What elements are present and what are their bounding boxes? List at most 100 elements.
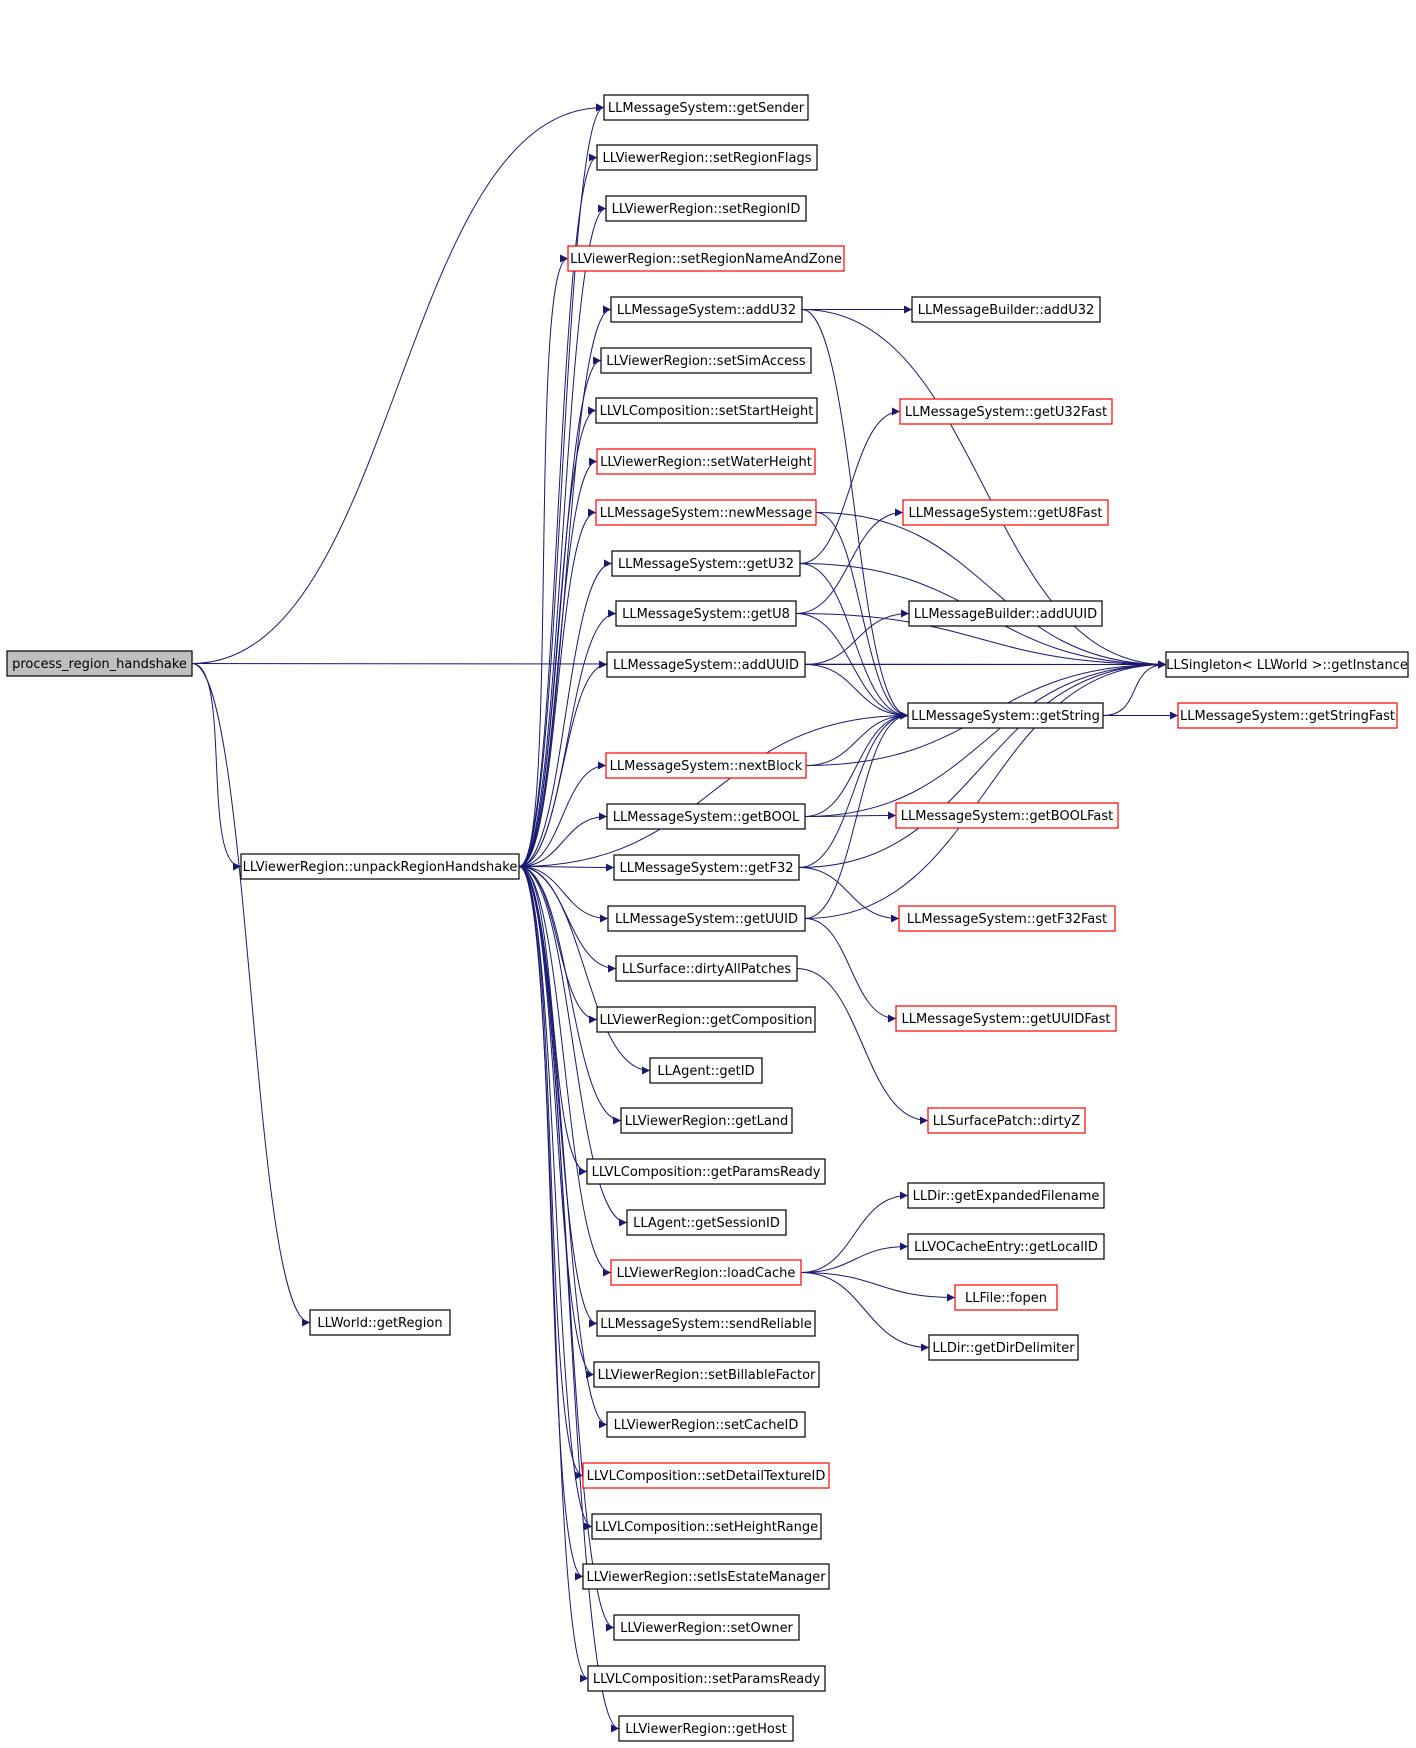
node-llviewerregion-setregionnameandzone[interactable]: LLViewerRegion::setRegionNameAndZone <box>567 245 845 272</box>
node-llmessagesystem-getboolfast[interactable]: LLMessageSystem::getBOOLFast <box>895 802 1119 829</box>
edge-path <box>518 406 597 867</box>
edge-unpack-to-setCacheID <box>518 866 608 1429</box>
edge-path <box>801 309 1167 669</box>
edge-addUUID-to-getString <box>804 664 909 720</box>
node-llvlcomposition-setparamsready[interactable]: LLVLComposition::setParamsReady <box>587 1665 826 1692</box>
node-llsurfacepatch-dirtyz[interactable]: LLSurfacePatch::dirtyZ <box>927 1107 1086 1134</box>
edge-unpack-to-getHost <box>518 866 620 1733</box>
edge-getF32-to-getInstance <box>798 660 1167 868</box>
node-llmessagesystem-getbool[interactable]: LLMessageSystem::getBOOL <box>606 803 806 830</box>
edge-unpack-to-getU32 <box>518 559 613 867</box>
node-llsingleton-llworld-getinstance[interactable]: LLSingleton< LLWorld >::getInstance <box>1165 651 1409 678</box>
node-box <box>587 1665 826 1692</box>
node-llmessagesystem-adduuid[interactable]: LLMessageSystem::addUUID <box>606 651 806 678</box>
node-llmessagesystem-getu8fast[interactable]: LLMessageSystem::getU8Fast <box>902 499 1109 526</box>
node-box <box>613 854 800 881</box>
node-llviewerregion-setbillablefactor[interactable]: LLViewerRegion::setBillableFactor <box>593 1361 820 1388</box>
node-llmessagesystem-getu8[interactable]: LLMessageSystem::getU8 <box>615 600 797 627</box>
edge-path <box>518 559 613 867</box>
node-label: LLMessageBuilder::addU32 <box>918 303 1095 318</box>
edge-getU8-to-getInstance <box>795 613 1167 669</box>
node-llviewerregion-gethost[interactable]: LLViewerRegion::getHost <box>618 1715 794 1742</box>
node-llmessagebuilder-addu32[interactable]: LLMessageBuilder::addU32 <box>911 296 1101 323</box>
node-llviewerregion-setcacheid[interactable]: LLViewerRegion::setCacheID <box>606 1411 806 1438</box>
node-label: LLMessageSystem::getF32Fast <box>907 912 1107 927</box>
edge-path <box>518 866 593 1531</box>
edge-unpack-to-getParamsReady <box>518 866 588 1176</box>
node-llviewerregion-setregionflags[interactable]: LLViewerRegion::setRegionFlags <box>596 144 818 171</box>
edge-loadCache-to-getExpandedFilename <box>800 1191 909 1273</box>
node-llmessagesystem-getf32fast[interactable]: LLMessageSystem::getF32Fast <box>898 905 1116 932</box>
node-label: LLMessageSystem::sendReliable <box>600 1317 811 1332</box>
node-llmessagesystem-getf32[interactable]: LLMessageSystem::getF32 <box>613 854 800 881</box>
node-llagent-getsessionid[interactable]: LLAgent::getSessionID <box>626 1209 787 1236</box>
node-llviewerregion-setregionid[interactable]: LLViewerRegion::setRegionID <box>605 195 807 222</box>
node-llmessagesystem-sendreliable[interactable]: LLMessageSystem::sendReliable <box>596 1310 816 1337</box>
node-llviewerregion-setwaterheight[interactable]: LLViewerRegion::setWaterHeight <box>596 448 816 475</box>
edge-path <box>798 711 909 868</box>
edge-path <box>798 660 1167 868</box>
node-llmessagesystem-getu32fast[interactable]: LLMessageSystem::getU32Fast <box>899 398 1113 425</box>
node-llvocacheentry-getlocalid[interactable]: LLVOCacheEntry::getLocalID <box>907 1233 1105 1260</box>
node-llsurface-dirtyallpatches[interactable]: LLSurface::dirtyAllPatches <box>615 955 798 982</box>
node-label: LLMessageSystem::addU32 <box>617 303 796 318</box>
node-llmessagesystem-getsender[interactable]: LLMessageSystem::getSender <box>603 94 809 121</box>
node-lldir-getdirdelimiter[interactable]: LLDir::getDirDelimiter <box>928 1334 1079 1361</box>
node-box <box>620 1107 793 1134</box>
edge-getUUID-to-getUUIDFast <box>804 918 897 1023</box>
node-llmessagesystem-getstring[interactable]: LLMessageSystem::getString <box>907 702 1104 729</box>
node-llmessagesystem-getstringfast[interactable]: LLMessageSystem::getStringFast <box>1177 702 1398 729</box>
node-llviewerregion-unpackregionhandshake[interactable]: LLViewerRegion::unpackRegionHandshake <box>240 853 520 880</box>
edge-loadCache-to-fopen <box>800 1272 956 1302</box>
node-label: LLViewerRegion::setBillableFactor <box>598 1368 816 1383</box>
node-llviewerregion-getcomposition[interactable]: LLViewerRegion::getComposition <box>596 1006 816 1033</box>
node-llviewerregion-getland[interactable]: LLViewerRegion::getLand <box>620 1107 793 1134</box>
node-llmessagesystem-getuuid[interactable]: LLMessageSystem::getUUID <box>607 905 806 932</box>
edge-path <box>799 563 909 720</box>
node-llvlcomposition-setdetailtextureid[interactable]: LLVLComposition::setDetailTextureID <box>582 1462 830 1489</box>
node-llvlcomposition-setheightrange[interactable]: LLVLComposition::setHeightRange <box>591 1513 822 1540</box>
edge-unpack-to-getUUID <box>518 866 609 923</box>
node-label: LLVLComposition::setDetailTextureID <box>587 1469 826 1484</box>
node-label: LLMessageSystem::getBOOLFast <box>901 809 1114 824</box>
node-label: LLViewerRegion::setIsEstateManager <box>586 1570 826 1585</box>
node-llagent-getid[interactable]: LLAgent::getID <box>649 1057 763 1084</box>
edge-path <box>191 663 242 871</box>
node-lldir-getexpandedfilename[interactable]: LLDir::getExpandedFilename <box>907 1182 1105 1209</box>
node-box <box>618 1715 794 1742</box>
node-llmessagesystem-getuuidfast[interactable]: LLMessageSystem::getUUIDFast <box>895 1005 1117 1032</box>
node-label: LLAgent::getSessionID <box>633 1216 780 1231</box>
node-box <box>911 296 1101 323</box>
node-llvlcomposition-setstartheight[interactable]: LLVLComposition::setStartHeight <box>595 397 818 424</box>
edge-path <box>518 103 605 867</box>
edge-path <box>804 660 1167 817</box>
node-box <box>649 1057 763 1084</box>
node-box <box>603 94 809 121</box>
node-label: LLMessageSystem::getU8 <box>622 607 790 622</box>
node-llfile-fopen[interactable]: LLFile::fopen <box>954 1284 1058 1311</box>
node-llviewerregion-loadcache[interactable]: LLViewerRegion::loadCache <box>610 1259 802 1286</box>
node-label: LLViewerRegion::setRegionID <box>612 202 801 217</box>
edge-unpack-to-setRegionFlags <box>518 153 598 867</box>
node-label: LLMessageSystem::getF32 <box>619 861 793 876</box>
node-llmessagesystem-nextblock[interactable]: LLMessageSystem::nextBlock <box>605 752 807 779</box>
node-llmessagesystem-getu32[interactable]: LLMessageSystem::getU32 <box>611 550 801 577</box>
nodes-layer: process_region_handshakeLLViewerRegion::… <box>6 94 1409 1742</box>
node-llmessagesystem-newmessage[interactable]: LLMessageSystem::newMessage <box>595 499 817 526</box>
node-llmessagebuilder-adduuid[interactable]: LLMessageBuilder::addUUID <box>908 600 1103 627</box>
node-llviewerregion-setsimaccess[interactable]: LLViewerRegion::setSimAccess <box>600 347 812 374</box>
node-llviewerregion-setowner[interactable]: LLViewerRegion::setOwner <box>613 1614 800 1641</box>
edge-path <box>518 866 598 1328</box>
node-label: LLMessageSystem::getStringFast <box>1180 709 1395 724</box>
node-llvlcomposition-getparamsready[interactable]: LLVLComposition::getParamsReady <box>586 1158 826 1185</box>
node-llworld-getregion[interactable]: LLWorld::getRegion <box>309 1309 451 1336</box>
node-llviewerregion-setisestatemanager[interactable]: LLViewerRegion::setIsEstateManager <box>582 1563 830 1590</box>
edge-path <box>1102 660 1167 716</box>
node-box <box>907 702 1104 729</box>
node-box <box>1165 651 1409 678</box>
node-llmessagesystem-addu32[interactable]: LLMessageSystem::addU32 <box>610 296 803 323</box>
node-process-region-handshake[interactable]: process_region_handshake <box>6 650 193 677</box>
edge-root-to-getRegion <box>191 663 311 1327</box>
edge-unpack-to-getSessionID <box>518 866 628 1227</box>
edge-path <box>799 407 901 564</box>
